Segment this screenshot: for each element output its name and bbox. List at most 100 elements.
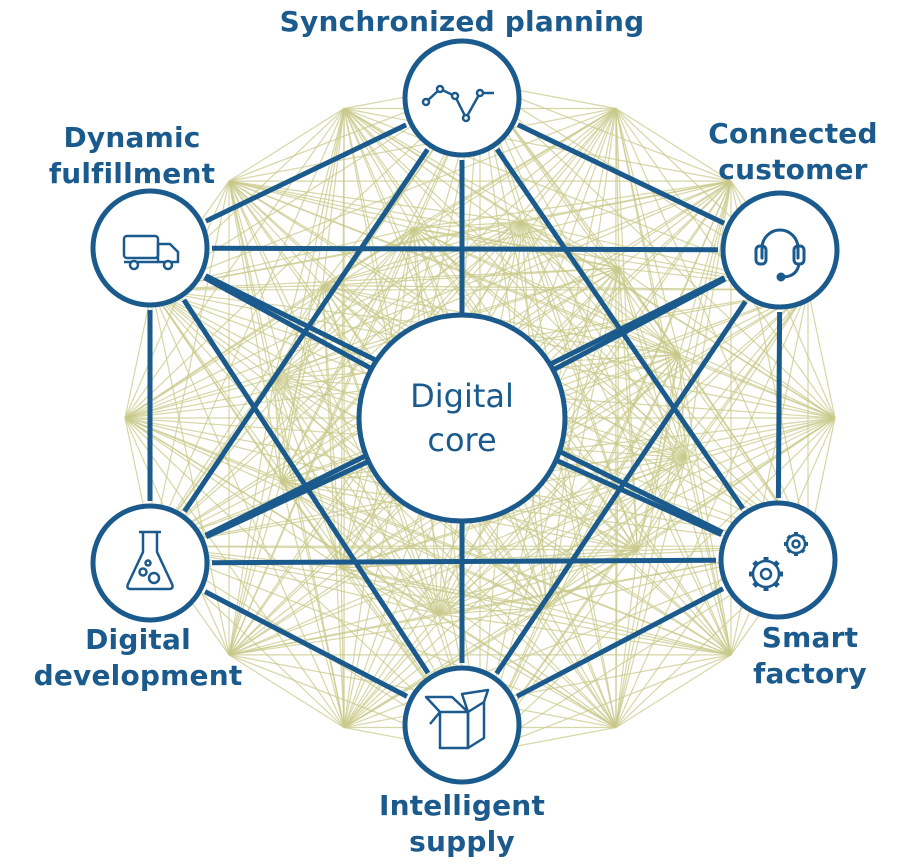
mesh-line (228, 107, 617, 182)
label-line: Digital (85, 623, 191, 656)
mesh-line (685, 181, 732, 458)
mesh-line (124, 417, 439, 615)
mesh-line (618, 180, 732, 269)
mesh-line (340, 82, 481, 569)
mesh-line (343, 607, 548, 729)
label-line: factory (753, 657, 867, 690)
mesh-line (273, 108, 345, 379)
mesh-line (636, 549, 732, 656)
mesh-line (124, 417, 548, 609)
mesh-line (413, 221, 522, 229)
connector-synchronized-planning-to-dynamic-fulfillment (204, 122, 408, 224)
mesh-line (615, 654, 732, 729)
mesh-line (228, 180, 324, 287)
mesh-line (343, 107, 523, 223)
mesh-line (228, 180, 275, 379)
connector-intelligent-supply-to-digital-development (203, 589, 409, 699)
mesh-line (273, 378, 282, 482)
mesh-line (228, 180, 439, 615)
mesh-line (412, 107, 617, 229)
mesh-line (151, 108, 345, 547)
mesh-line (618, 267, 836, 419)
mesh-line (340, 567, 547, 609)
gears-icon (749, 532, 808, 591)
mesh-line (151, 545, 638, 552)
connector-connected-customer-to-dynamic-fulfillment (211, 245, 719, 253)
node-connected-customer (720, 190, 840, 310)
connector-dynamic-fulfillment-to-core (203, 275, 373, 371)
mesh-line (413, 180, 732, 229)
node-smart-factory (718, 500, 838, 620)
mesh-line (273, 227, 414, 379)
mesh-line (412, 227, 836, 419)
mesh-line (438, 417, 836, 615)
label-digital-development: Digital development (18, 622, 258, 694)
mesh-line (615, 457, 687, 728)
connector-digital-development-to-core (205, 459, 370, 540)
mesh-line (228, 180, 680, 355)
mesh-line (151, 289, 282, 482)
mesh-line (124, 417, 345, 728)
mesh-line (322, 108, 345, 286)
mesh-line (322, 227, 414, 287)
mesh-line (151, 289, 275, 379)
label-line: customer (718, 153, 868, 186)
mesh-line (273, 378, 342, 569)
label-line: Dynamic (63, 121, 201, 154)
mesh-line (280, 481, 439, 615)
mesh-line (124, 267, 620, 419)
mesh-line (343, 108, 809, 547)
mesh-line (343, 353, 680, 728)
core-label-line-2: core (427, 421, 497, 459)
mesh-line (546, 108, 617, 608)
mesh-line (124, 108, 345, 419)
mesh-line (340, 417, 836, 569)
mesh-line (546, 607, 617, 728)
mesh-line (438, 607, 547, 615)
mesh-line (618, 267, 680, 355)
mesh-line (151, 289, 481, 754)
label-dynamic-fulfillment: Dynamic fulfillment (22, 120, 242, 192)
mesh-line (437, 180, 732, 615)
mesh-line (685, 457, 732, 656)
mesh-line (340, 567, 439, 615)
mesh-line (678, 354, 732, 656)
mesh-line (228, 654, 345, 729)
mesh-line (151, 289, 230, 656)
mesh-line (521, 108, 617, 223)
label-connected-customer: Connected customer (688, 116, 898, 188)
mesh-line (124, 221, 522, 419)
mesh-line (343, 613, 439, 728)
connector-smart-factory-to-core (554, 457, 723, 537)
mesh-line (151, 545, 547, 609)
mesh-line (412, 227, 687, 459)
truck-icon (122, 234, 180, 271)
node-dynamic-fulfillment (90, 188, 210, 308)
mesh-line (228, 457, 687, 656)
label-line: development (33, 659, 243, 692)
mesh-line (685, 289, 809, 459)
connector-synchronized-planning-to-connected-customer (516, 122, 726, 226)
mesh-line (521, 221, 620, 269)
mesh-line (280, 108, 617, 483)
mesh-line (615, 108, 620, 269)
mesh-line (807, 289, 836, 419)
mesh-line (438, 613, 732, 656)
label-line: supply (409, 825, 515, 858)
core-label-line-1: Digital (410, 377, 514, 415)
mesh-line (685, 417, 836, 459)
mesh-line (521, 180, 732, 223)
label-synchronized-planning: Synchronized planning (232, 4, 692, 40)
mesh-line (124, 417, 342, 569)
mesh-line (151, 289, 548, 609)
mesh-line (280, 108, 345, 482)
mesh-line (340, 108, 345, 568)
headset-icon (754, 228, 806, 282)
mesh-line (521, 221, 836, 419)
label-intelligent-supply: Intelligent supply (342, 788, 582, 860)
mesh-line (273, 377, 617, 728)
mesh-line (615, 108, 687, 458)
mesh-line (340, 567, 345, 728)
label-line: Smart (761, 621, 859, 654)
